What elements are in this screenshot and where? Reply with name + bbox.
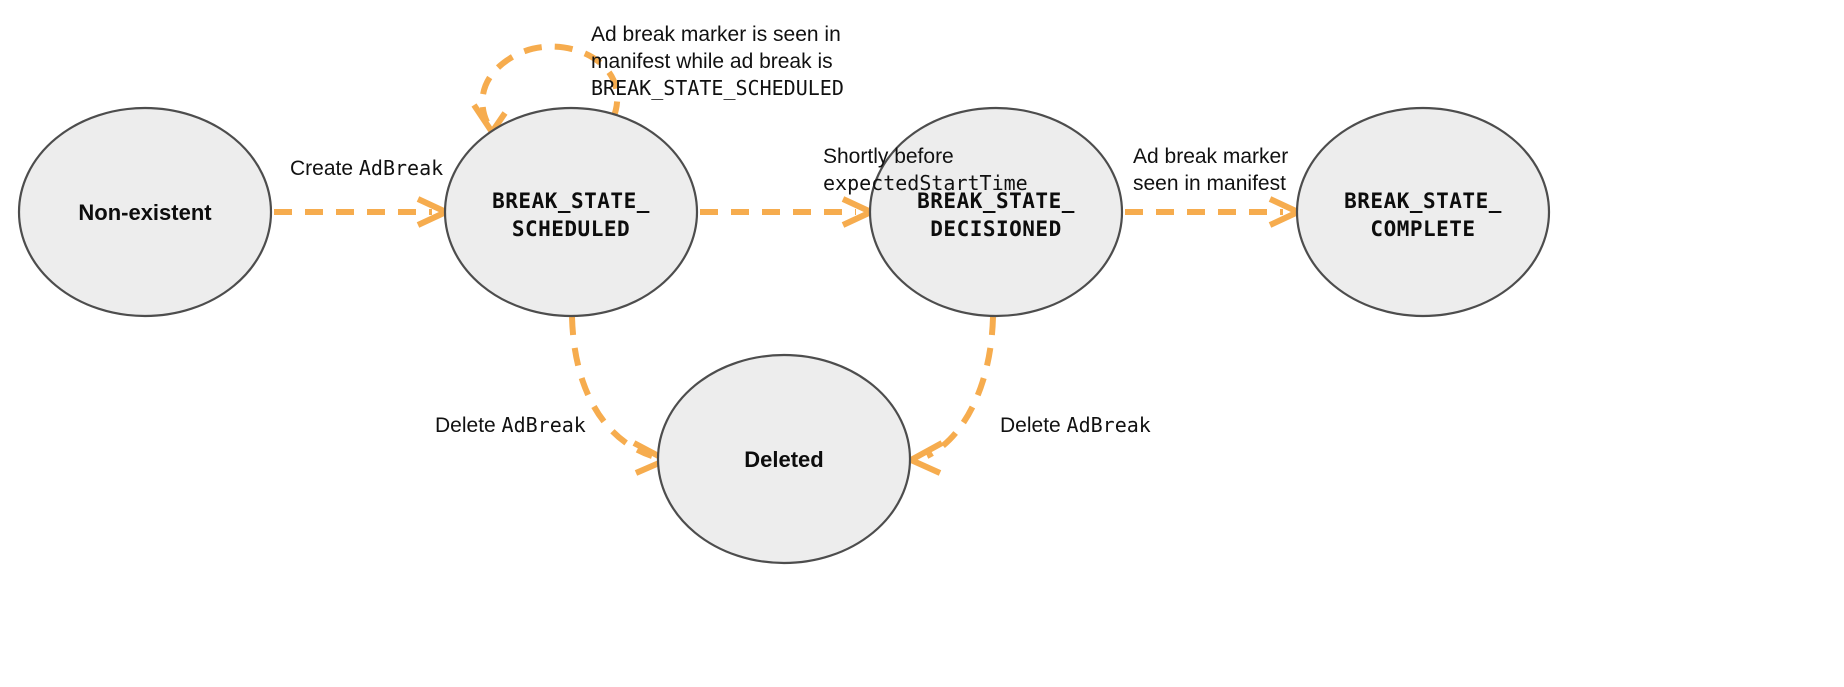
edge-label-self-loop-line2: manifest while ad break is — [591, 50, 833, 73]
edge-label-delete-from-scheduled: Delete AdBreak — [435, 413, 586, 437]
node-break-state-decisioned-label-line2: DECISIONED — [930, 217, 1061, 241]
edge-self-loop-line — [479, 43, 621, 124]
edge-label-delete-from-decisioned-part-1: AdBreak — [1067, 413, 1151, 437]
node-non-existent-label: Non-existent — [78, 200, 212, 225]
edge-label-marker-seen-in-manifest: Ad break marker seen in manifest — [1133, 145, 1288, 195]
edge-label-delete-from-scheduled-part-0: Delete — [435, 414, 502, 437]
edge-label-create-adbreak-part-0: Create — [290, 157, 359, 180]
edge-label-self-loop-line1: Ad break marker is seen in — [591, 23, 841, 46]
node-deleted-label: Deleted — [744, 447, 823, 472]
edge-marker-seen-arrowhead — [1268, 196, 1306, 228]
edge-label-create-adbreak-text: Create AdBreak — [290, 156, 443, 180]
node-break-state-scheduled-label-line2: SCHEDULED — [512, 217, 630, 241]
edge-label-marker-seen-line2: seen in manifest — [1133, 172, 1286, 195]
node-deleted-shape[interactable] — [656, 353, 912, 565]
node-break-state-complete-label-line2: COMPLETE — [1370, 217, 1475, 241]
node-non-existent[interactable]: Non-existent — [17, 106, 273, 318]
node-non-existent-shape[interactable] — [17, 106, 273, 318]
node-break-state-complete-label-line1: BREAK_STATE_ — [1344, 189, 1502, 213]
edge-label-delete-from-scheduled-part-1: AdBreak — [502, 413, 586, 437]
edge-label-delete-from-decisioned: Delete AdBreak — [1000, 413, 1151, 437]
node-break-state-scheduled-label-line1: BREAK_STATE_ — [492, 189, 650, 213]
node-break-state-complete-shape[interactable] — [1295, 106, 1551, 318]
edge-label-delete-from-scheduled-text: Delete AdBreak — [435, 413, 586, 437]
node-break-state-decisioned[interactable]: BREAK_STATE_ DECISIONED — [868, 106, 1124, 318]
edge-delete-from-scheduled — [569, 316, 673, 476]
node-break-state-scheduled[interactable]: BREAK_STATE_ SCHEDULED — [443, 106, 699, 318]
edge-label-delete-from-decisioned-part-0: Delete — [1000, 414, 1067, 437]
edge-create-adbreak — [274, 196, 454, 228]
edge-delete-from-decisioned-line — [925, 316, 996, 459]
edge-label-delete-from-decisioned-text: Delete AdBreak — [1000, 413, 1151, 437]
edge-shortly-before-arrowhead — [841, 196, 879, 228]
node-break-state-decisioned-label-line1: BREAK_STATE_ — [917, 189, 1075, 213]
edge-label-self-loop-line3: BREAK_STATE_SCHEDULED — [591, 76, 844, 100]
edge-shortly-before — [700, 196, 879, 228]
edge-label-shortly-before: Shortly before expectedStartTime — [823, 145, 1028, 195]
edge-delete-from-scheduled-line — [569, 316, 653, 459]
edge-label-self-loop: Ad break marker is seen in manifest whil… — [591, 23, 844, 100]
edge-label-shortly-before-line2: expectedStartTime — [823, 171, 1028, 195]
node-break-state-decisioned-shape[interactable] — [868, 106, 1124, 318]
edge-label-marker-seen-line1: Ad break marker — [1133, 145, 1288, 168]
node-break-state-complete[interactable]: BREAK_STATE_ COMPLETE — [1295, 106, 1551, 318]
node-deleted[interactable]: Deleted — [656, 353, 912, 565]
edge-delete-from-decisioned-arrowhead — [904, 440, 944, 476]
edge-marker-seen-in-manifest — [1125, 196, 1306, 228]
edge-label-create-adbreak: Create AdBreak — [290, 156, 443, 180]
edge-delete-from-decisioned — [904, 316, 996, 476]
edge-label-create-adbreak-part-1: AdBreak — [359, 156, 443, 180]
node-break-state-scheduled-shape[interactable] — [443, 106, 699, 318]
edge-label-shortly-before-line1: Shortly before — [823, 145, 954, 168]
